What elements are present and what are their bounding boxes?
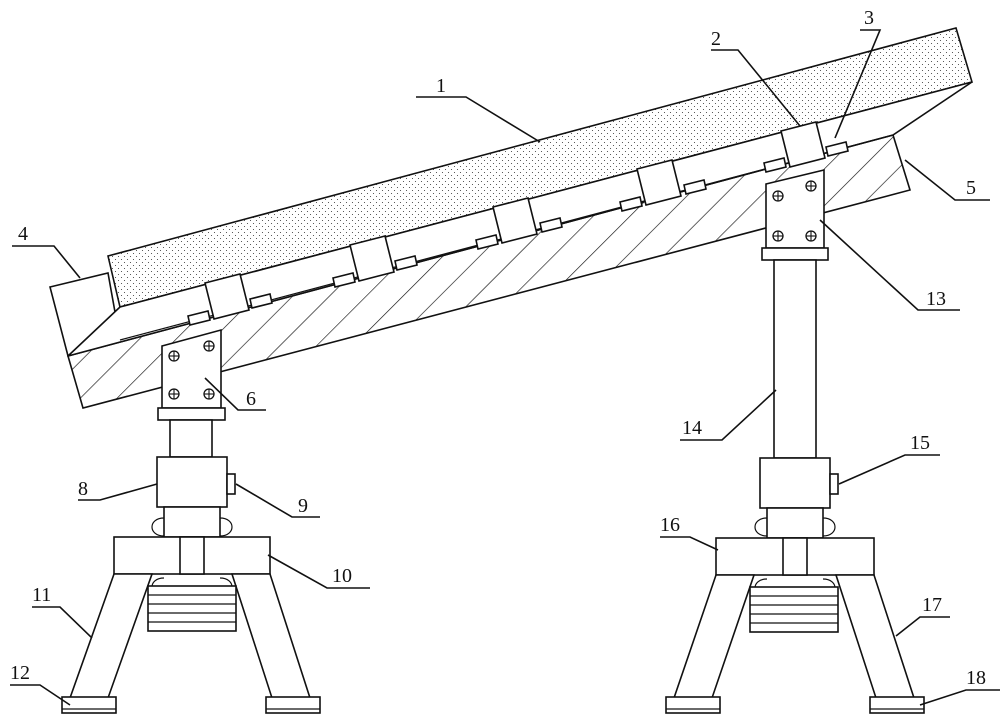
callout-13: 13 [926, 288, 946, 310]
clamp-blocks [204, 121, 826, 320]
callout-9: 9 [298, 495, 308, 517]
left-foot-left [61, 696, 117, 714]
right-lock-knob [829, 473, 839, 495]
left-foot-right [265, 696, 321, 714]
callout-6: 6 [246, 388, 256, 410]
leader-lines [10, 29, 1000, 706]
left-spring-block [147, 585, 237, 632]
callout-12: 12 [10, 662, 30, 684]
callout-11: 11 [32, 584, 51, 606]
fastener-tabs [187, 141, 849, 326]
left-leg-right [230, 573, 312, 699]
callout-4: 4 [18, 223, 28, 245]
left-lower-pole [163, 506, 221, 538]
right-sleeve [759, 457, 831, 509]
callout-1: 1 [436, 75, 446, 97]
callout-15: 15 [910, 432, 930, 454]
right-leg-left [672, 574, 756, 699]
left-hinge-base [157, 407, 226, 421]
right-leg-right [834, 574, 916, 699]
right-tall-pole [773, 259, 817, 459]
right-spring-block [749, 586, 839, 633]
right-lower-pole [766, 507, 824, 539]
right-foot-left [665, 696, 721, 714]
left-inner-pole [169, 419, 213, 458]
callout-2: 2 [711, 28, 721, 50]
callout-10: 10 [332, 565, 352, 587]
left-leg-left [68, 573, 154, 699]
callout-5: 5 [966, 177, 976, 199]
right-foot-right [869, 696, 925, 714]
left-spring-lines [148, 594, 236, 623]
callout-16: 16 [660, 514, 680, 536]
callout-8: 8 [78, 478, 88, 500]
callout-3: 3 [864, 7, 874, 29]
left-lock-knob [226, 473, 236, 495]
left-sleeve [156, 456, 228, 508]
right-spring-lines [750, 595, 838, 624]
right-hinge-base [761, 247, 829, 261]
callout-17: 17 [922, 594, 942, 616]
callout-14: 14 [682, 417, 702, 439]
callout-18: 18 [966, 667, 986, 689]
left-ring-a [151, 517, 165, 537]
